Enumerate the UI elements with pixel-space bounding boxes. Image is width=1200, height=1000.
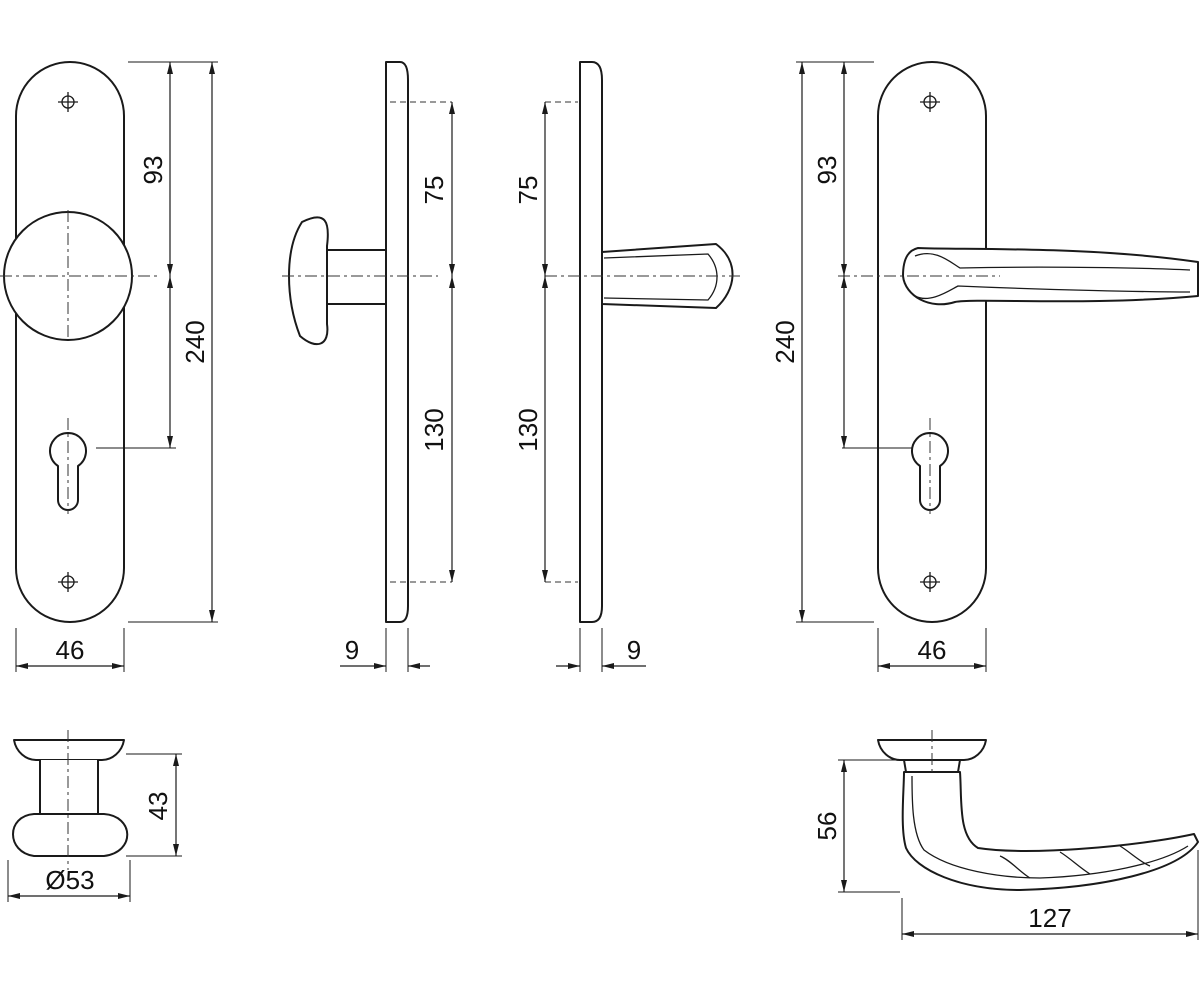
dimension-label-9: 9 <box>345 635 359 665</box>
dimension-label-75: 75 <box>419 176 449 205</box>
knob-backplate <box>15 61 125 623</box>
dimension-label-240: 240 <box>180 320 210 363</box>
knob-plate-front-view: 93 240 46 <box>0 61 218 672</box>
knob-detail-rose <box>13 739 125 761</box>
dimension-label-46: 46 <box>918 635 947 665</box>
dimension-label-9: 9 <box>627 635 641 665</box>
dimension-label-46: 46 <box>56 635 85 665</box>
dimension-label-75: 75 <box>513 176 543 205</box>
screw-bottom-icon <box>58 572 78 592</box>
dimension-label-43: 43 <box>143 792 173 821</box>
knob-side-plate <box>385 61 409 623</box>
screw-bottom-icon <box>920 572 940 592</box>
lever-side-plate <box>579 61 603 623</box>
screw-top-icon <box>58 92 78 112</box>
knob-shaft <box>319 249 387 305</box>
lever-detail-handle <box>901 771 1199 891</box>
dimension-label-56: 56 <box>812 812 842 841</box>
lever-plate-front-view: 93 240 46 <box>770 61 1199 672</box>
dimension-label-130: 130 <box>419 408 449 451</box>
knob-detail-stem <box>39 759 99 815</box>
knob-detail-head <box>12 813 129 857</box>
dimension-label-93: 93 <box>138 156 168 185</box>
dimension-label-127: 127 <box>1028 903 1071 933</box>
lever-detail-view: 56 127 <box>812 730 1199 940</box>
knob-side-view: 75 130 9 <box>282 61 455 672</box>
dimension-label-240: 240 <box>770 320 800 363</box>
dimension-label-diameter-53: Ø53 <box>45 865 94 895</box>
dimension-label-93: 93 <box>812 156 842 185</box>
knob-detail-view: 43 Ø53 <box>7 730 182 902</box>
lever-side-view: 75 130 9 <box>513 61 740 672</box>
dimension-label-130: 130 <box>513 408 543 451</box>
screw-top-icon <box>920 92 940 112</box>
lever-backplate <box>877 61 987 623</box>
lever-detail-rose <box>877 739 987 761</box>
knob-head <box>288 216 329 346</box>
